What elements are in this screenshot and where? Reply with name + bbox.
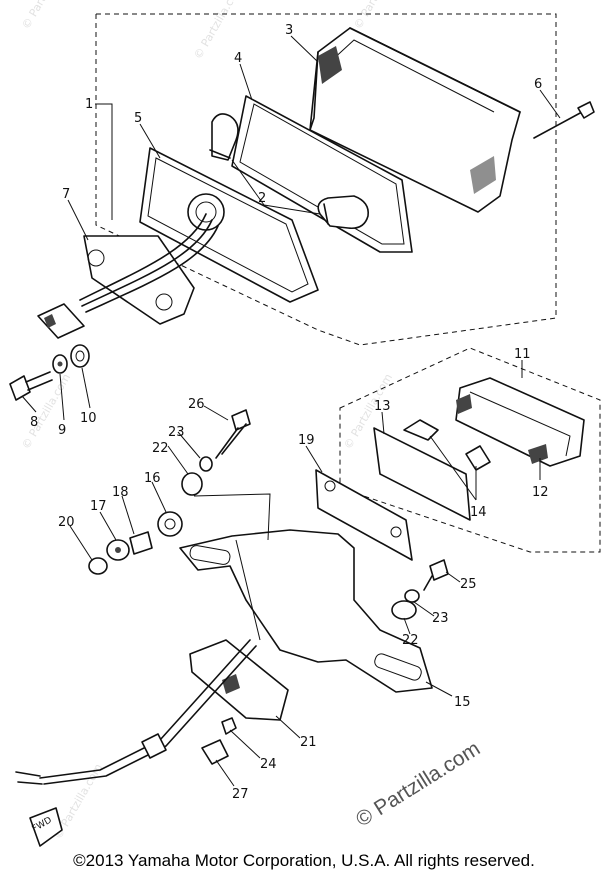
callout-23: 23	[432, 611, 449, 626]
callout-6: 6	[534, 77, 542, 92]
callout-15: 15	[454, 695, 471, 710]
license-lamp-housing	[455, 377, 585, 467]
cable	[15, 639, 257, 785]
bolt-icon	[423, 559, 449, 591]
clip-icon	[403, 419, 439, 441]
callout-19: 19	[298, 433, 315, 448]
callout-1: 1	[85, 97, 93, 112]
callout-14: 14	[470, 505, 487, 520]
washer-icon	[106, 539, 130, 561]
lens-housing	[309, 27, 521, 213]
callout-16: 16	[144, 471, 161, 486]
callout-22: 22	[402, 633, 419, 648]
grommet-icon	[391, 600, 417, 620]
callout-25: 25	[460, 577, 477, 592]
copyright-footer: ©2013 Yamaha Motor Corporation, U.S.A. A…	[73, 851, 535, 870]
callout-23: 23	[168, 425, 185, 440]
lamp-base-plate	[139, 147, 319, 303]
washer-icon	[52, 354, 68, 374]
callout-labels: 1 2 3 4 5 6 7 8 9 10 11 12 13 14 15 16 1…	[30, 23, 549, 802]
callout-24: 24	[260, 757, 277, 772]
grommet-icon	[181, 472, 203, 496]
callout-27: 27	[232, 787, 249, 802]
watermark-faint: © Partzilla.com	[351, 0, 405, 32]
wire-harness	[37, 213, 219, 339]
bushing-icon	[157, 511, 183, 537]
license-bracket-plate	[315, 469, 413, 561]
nut-icon	[221, 717, 237, 735]
screw-icon	[533, 101, 595, 139]
nut-icon	[88, 557, 108, 575]
leader-lines	[21, 35, 561, 787]
callout-13: 13	[374, 399, 391, 414]
callout-2: 2	[258, 191, 266, 206]
callout-10: 10	[80, 411, 97, 426]
callout-17: 17	[90, 499, 107, 514]
bulb-icon	[317, 195, 370, 230]
callout-11: 11	[514, 347, 531, 362]
callout-4: 4	[234, 51, 242, 66]
lens-gasket	[231, 95, 413, 253]
callout-20: 20	[58, 515, 75, 530]
spacer-icon	[129, 531, 153, 555]
grommet-icon	[70, 344, 90, 368]
callout-9: 9	[58, 423, 66, 438]
callout-22: 22	[152, 441, 169, 456]
mounting-bracket	[83, 235, 195, 325]
bolt-icon	[9, 371, 53, 401]
license-lamp-plate	[373, 427, 471, 521]
nut-icon	[201, 739, 229, 765]
callout-21: 21	[300, 735, 317, 750]
assembly-1-outline	[95, 13, 557, 346]
callout-18: 18	[112, 485, 129, 500]
callout-12: 12	[532, 485, 549, 500]
bulb-icon	[209, 113, 239, 161]
callout-7: 7	[62, 187, 70, 202]
bolt-icon	[215, 409, 251, 459]
clip-icon	[465, 445, 491, 471]
rear-fender-bracket	[179, 529, 433, 693]
callout-26: 26	[188, 397, 205, 412]
callout-8: 8	[30, 415, 38, 430]
washer-icon	[199, 456, 213, 472]
callout-3: 3	[285, 23, 293, 38]
washer-icon	[404, 589, 420, 603]
fwd-arrow-icon: FWD	[29, 807, 63, 847]
callout-5: 5	[134, 111, 142, 126]
watermark-faint: © Partzilla.com	[19, 0, 73, 32]
